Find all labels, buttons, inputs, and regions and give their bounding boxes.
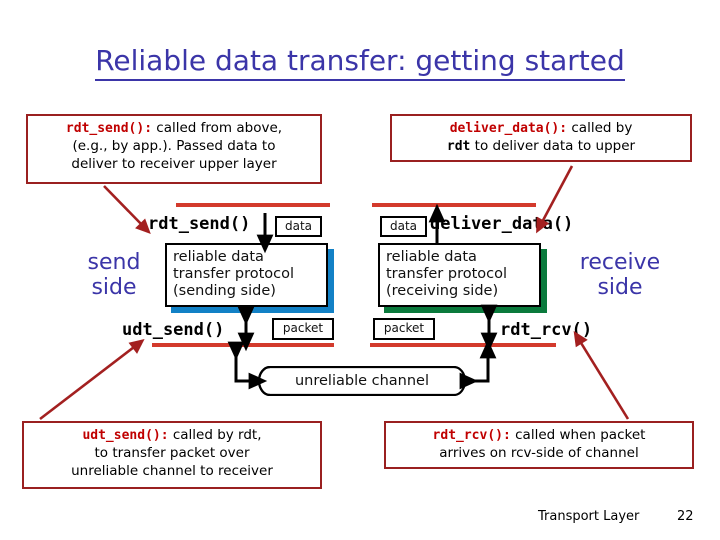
layer-rule-receive-bottom — [370, 343, 556, 347]
protocol-box-sending-side: reliable data transfer protocol (sending… — [165, 243, 328, 307]
callout-udt-send-line3: unreliable channel to receiver — [71, 462, 273, 479]
callout-udt-send-line1: udt_send(): called by rdt, — [28, 427, 316, 445]
protocol-box-receiving-side: reliable data transfer protocol (receivi… — [378, 243, 541, 307]
side-label-receive-line2: side — [597, 275, 643, 301]
layer-rule-receive-top — [372, 203, 536, 207]
footer-page-number: 22 — [677, 509, 694, 524]
callout-rdt-rcv-line1-rest: called when packet — [510, 427, 646, 443]
callout-rdt-send-line2: (e.g., by app.). Passed data to — [72, 137, 276, 154]
footer-label: Transport Layer — [538, 509, 640, 524]
callout-deliver-data: deliver_data(): called by rdt to deliver… — [390, 114, 692, 162]
side-label-send-line1: send — [87, 250, 141, 275]
callout-udt-send-line2: to transfer packet over — [94, 444, 250, 461]
connector-sender-to-channel — [227, 341, 268, 390]
data-box-send: data — [275, 216, 322, 237]
protocol-box-sending-line2: transfer protocol — [173, 265, 295, 282]
callout-deliver-data-line2-rest: to deliver data to upper — [470, 137, 636, 154]
protocol-box-receiving-line2: transfer protocol — [386, 265, 508, 282]
connector-channel-to-receiver — [459, 339, 497, 390]
protocol-box-sending-line3: (sending side) — [173, 282, 276, 299]
side-label-send: send side — [66, 250, 162, 301]
side-label-receive-line1: receive — [579, 250, 661, 275]
api-label-rdt-send: rdt_send() — [148, 214, 251, 234]
callout-udt-send-line1-rest: called by rdt, — [168, 427, 262, 443]
page-title-text: Reliable data transfer: getting started — [95, 44, 625, 81]
callout-rdt-rcv: rdt_rcv(): called when packet arrives on… — [384, 421, 694, 469]
api-label-deliver-data: deliver_data() — [430, 214, 574, 234]
callout-deliver-data-line1-rest: called by — [567, 120, 633, 136]
protocol-box-sending-line1: reliable data — [173, 249, 264, 265]
callout-udt-send-code: udt_send(): — [82, 428, 169, 443]
api-label-rdt-rcv: rdt_rcv() — [500, 320, 593, 340]
callout-rdt-rcv-line2: arrives on rcv-side of channel — [439, 444, 639, 461]
packet-box-send: packet — [272, 318, 334, 340]
page-title: Reliable data transfer: getting started — [0, 44, 720, 81]
pointer-rdt-send — [103, 185, 151, 234]
callout-rdt-rcv-code: rdt_rcv(): — [432, 428, 511, 443]
callout-deliver-data-line2-code: rdt — [446, 138, 471, 154]
data-box-receive: data — [380, 216, 427, 237]
unreliable-channel-label: unreliable channel — [294, 373, 430, 389]
callout-udt-send: udt_send(): called by rdt, to transfer p… — [22, 421, 322, 489]
packet-box-receive: packet — [373, 318, 435, 340]
protocol-box-receiving-line1: reliable data — [386, 249, 477, 265]
pointer-rdt-rcv — [573, 330, 630, 420]
callout-deliver-data-line1: deliver_data(): called by — [396, 120, 686, 138]
callout-rdt-send-line1: rdt_send(): called from above, — [32, 120, 316, 138]
protocol-box-receiving-line3: (receiving side) — [386, 282, 499, 299]
callout-rdt-send-code: rdt_send(): — [65, 121, 153, 136]
side-label-receive: receive side — [556, 250, 684, 301]
side-label-send-line2: side — [91, 275, 137, 301]
callout-deliver-data-line2: rdt to deliver data to upper — [396, 138, 686, 156]
layer-rule-send-bottom — [152, 343, 334, 347]
callout-rdt-rcv-line1: rdt_rcv(): called when packet — [390, 427, 688, 445]
callout-rdt-send-line3: deliver to receiver upper layer — [71, 155, 277, 172]
callout-deliver-data-code: deliver_data(): — [449, 121, 568, 136]
callout-rdt-send: rdt_send(): called from above, (e.g., by… — [26, 114, 322, 184]
pointer-udt-send — [39, 338, 145, 421]
layer-rule-send-top — [176, 203, 330, 207]
callout-rdt-send-line1-rest: called from above, — [152, 120, 283, 136]
api-label-udt-send: udt_send() — [122, 320, 225, 340]
